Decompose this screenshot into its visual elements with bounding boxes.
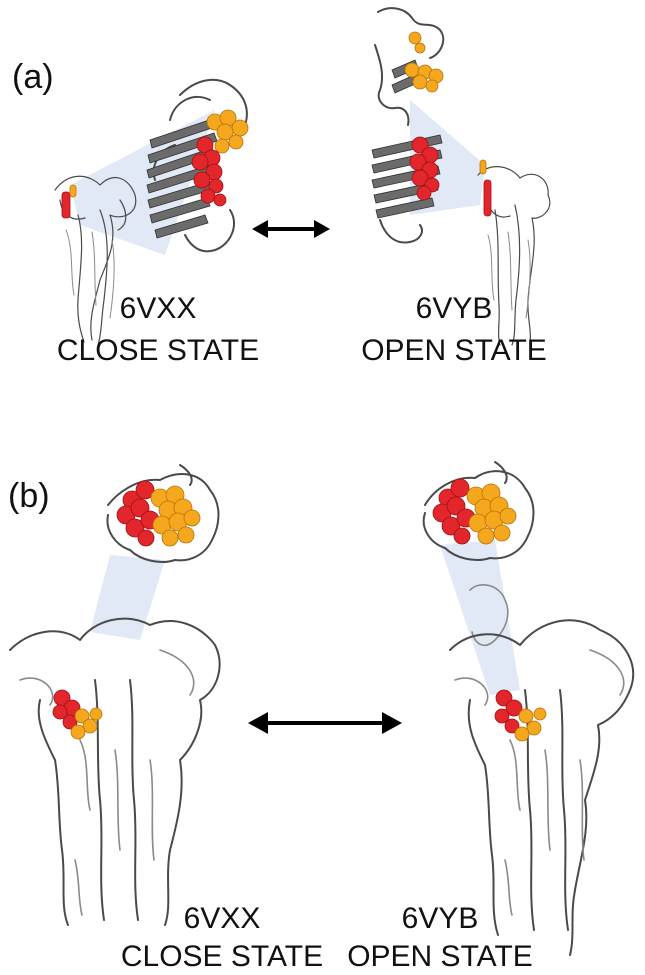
panel-b-right-zoom-cone xyxy=(440,540,520,695)
panel-b-right-trimer-atoms xyxy=(494,689,547,742)
panel-a-left-caption-state: CLOSE STATE xyxy=(57,334,259,367)
panel-b-right-atoms xyxy=(432,478,517,545)
panel-a-transition-arrow xyxy=(252,220,330,238)
panel-a-right-atoms xyxy=(404,31,444,201)
panel-b: (b) xyxy=(8,461,635,973)
panel-a: (a) xyxy=(12,7,551,367)
panel-a-left-trimer-orange-region xyxy=(69,184,77,198)
panel-b-left-trimer-atoms xyxy=(52,689,103,740)
panel-a-right-trimer-orange-region xyxy=(479,159,487,175)
panel-a-left-trimer xyxy=(54,175,137,346)
panel-b-label: (b) xyxy=(8,477,50,515)
panel-b-right-rbd-zoom xyxy=(422,461,535,561)
panel-b-transition-arrow xyxy=(248,712,402,734)
panel-b-left-atoms xyxy=(116,480,201,547)
panel-a-right-trimer xyxy=(477,159,551,346)
panel-a-left-beta-sheet xyxy=(146,117,219,239)
panel-b-left-trimer xyxy=(9,617,221,926)
panel-b-left-caption-id: 6VXX xyxy=(184,902,261,935)
panel-b-left-caption-state: CLOSE STATE xyxy=(121,940,323,973)
panel-a-right-trimer-red-region xyxy=(483,179,492,217)
panel-a-right-caption-id: 6VYB xyxy=(416,292,493,325)
panel-a-left-rbd-zoom xyxy=(146,78,249,253)
panel-a-left-trimer-red-region xyxy=(61,191,71,219)
panel-a-right-caption-state: OPEN STATE xyxy=(361,334,547,367)
panel-b-right-caption-state: OPEN STATE xyxy=(347,940,533,973)
panel-a-right-rbd-zoom xyxy=(371,7,445,244)
panel-a-label: (a) xyxy=(12,58,54,96)
panel-a-left-caption-id: 6VXX xyxy=(120,292,197,325)
panel-b-left-zoom-cone xyxy=(90,555,165,640)
panel-b-right-caption-id: 6VYB xyxy=(402,902,479,935)
panel-b-left-rbd-zoom xyxy=(106,464,220,563)
panel-b-right-trimer xyxy=(449,584,635,956)
panel-a-left-atoms xyxy=(191,109,249,207)
